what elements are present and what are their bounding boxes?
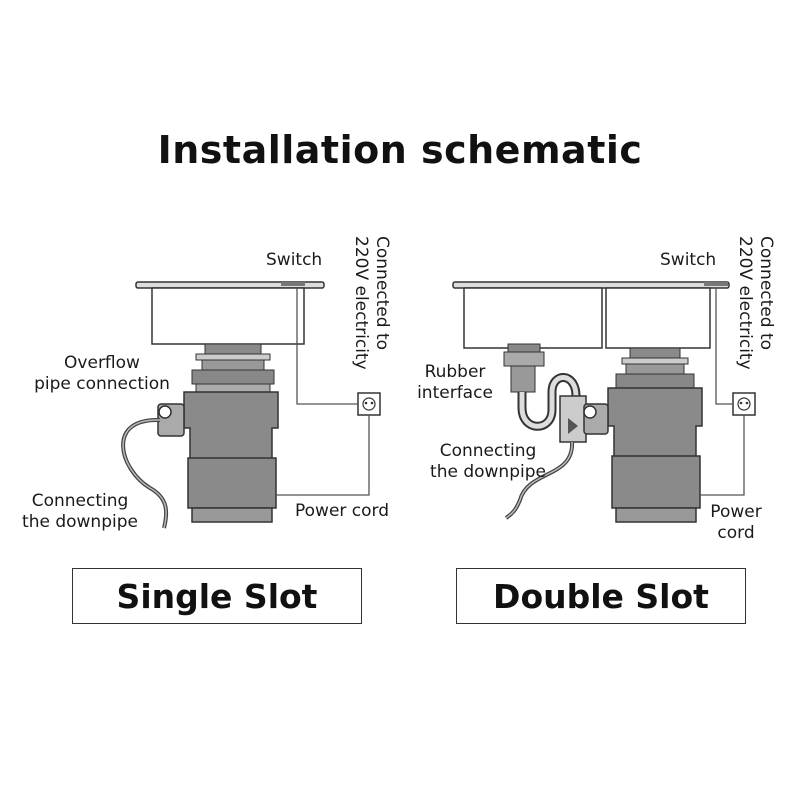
single-disposer-lower	[187, 457, 277, 509]
double-left-basin	[463, 287, 603, 349]
page-title: Installation schematic	[157, 128, 643, 172]
double-switch-wire	[715, 288, 733, 405]
double-rubber-line-1: Rubber	[424, 362, 486, 382]
single-flange	[204, 343, 262, 355]
double-rubber-interface	[510, 365, 536, 393]
single-electricity-line-2: 220V electricity	[351, 236, 371, 370]
double-disposer-lower	[611, 455, 701, 509]
single-power-cord-label: Power cord	[295, 501, 390, 521]
single-overflow-line-2: pipe connection	[34, 374, 170, 394]
double-power-cord	[700, 415, 745, 496]
double-electricity-line-1: Connected to	[756, 236, 776, 351]
double-switch-label: Switch	[660, 250, 717, 270]
single-disposer-body	[183, 391, 279, 461]
single-electricity-line-1: Connected to	[372, 236, 392, 351]
single-downpipe-label: Connecting the downpipe	[10, 491, 150, 533]
single-switch-wire	[296, 288, 358, 405]
single-overflow-label: Overflow pipe connection	[22, 353, 182, 395]
double-slot-diagram	[452, 281, 756, 523]
single-power-cord	[276, 415, 370, 496]
double-right-basin	[605, 287, 711, 349]
double-disposer-body	[607, 387, 703, 459]
double-electricity-line-2: 220V electricity	[735, 236, 755, 370]
double-rubber-label: Rubber interface	[408, 362, 502, 404]
double-rubber-line-2: interface	[417, 383, 493, 403]
single-overflow-line-1: Overflow	[64, 353, 140, 373]
double-sink-rim	[452, 281, 730, 289]
double-downpipe-label: Connecting the downpipe	[418, 441, 558, 483]
double-downpipe-line-1: Connecting	[439, 441, 537, 461]
double-wall-outlet	[732, 392, 756, 416]
single-downpipe-line-1: Connecting	[31, 491, 129, 511]
double-downpipe-line-2: the downpipe	[430, 462, 546, 482]
double-slot-caption: Double Slot	[456, 568, 746, 624]
single-wall-outlet	[357, 392, 381, 416]
double-pipe-tee	[559, 395, 587, 443]
double-power-cord-line-2: cord	[717, 523, 755, 543]
single-switch-button	[281, 282, 305, 286]
single-downpipe-line-2: the downpipe	[22, 512, 138, 532]
double-power-cord-line-1: Power	[710, 502, 762, 522]
single-slot-caption: Single Slot	[72, 568, 362, 624]
single-sink-basin	[151, 287, 305, 345]
single-slot-diagram	[121, 281, 381, 529]
single-electricity-label: Connected to 220V electricity	[350, 236, 392, 370]
double-electricity-label: Connected to 220V electricity	[734, 236, 776, 370]
double-power-cord-label: Power cord	[700, 502, 772, 544]
single-switch-label: Switch	[266, 250, 323, 270]
double-switch-button	[704, 282, 728, 286]
